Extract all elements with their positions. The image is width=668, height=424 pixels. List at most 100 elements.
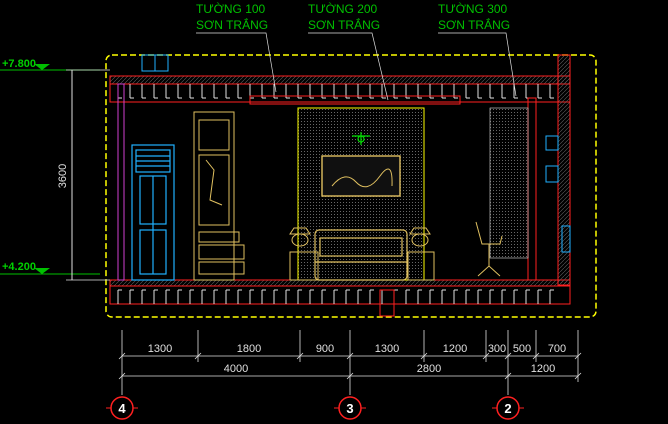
floor-joist bbox=[189, 289, 194, 304]
ceiling-joist bbox=[465, 84, 470, 99]
ceiling-joist bbox=[537, 84, 542, 99]
svg-text:+7.800: +7.800 bbox=[2, 58, 36, 70]
floor-joist bbox=[117, 289, 122, 304]
svg-text:TƯỜNG 200: TƯỜNG 200 bbox=[308, 1, 378, 16]
floor-joist bbox=[489, 289, 494, 304]
floor-joist bbox=[525, 289, 530, 304]
floor-joist bbox=[417, 289, 422, 304]
floor-joist bbox=[453, 289, 458, 304]
floor-joist bbox=[153, 289, 158, 304]
dim-tick bbox=[504, 372, 512, 380]
bedside-right bbox=[407, 227, 435, 281]
ceiling-joist bbox=[165, 84, 170, 99]
floor-joist bbox=[141, 289, 146, 304]
left-wall bbox=[117, 83, 125, 281]
dim-tick bbox=[346, 352, 354, 360]
floor-joist bbox=[213, 289, 218, 304]
window-panel bbox=[489, 107, 529, 259]
ceiling-joist bbox=[189, 84, 194, 99]
ceiling-joist bbox=[237, 84, 242, 99]
dimension-label: 900 bbox=[316, 343, 334, 355]
svg-text:SƠN TRẮNG: SƠN TRẮNG bbox=[438, 17, 510, 32]
annotation-100: TƯỜNG 100 SƠN TRẮNG bbox=[196, 1, 277, 93]
ceiling-joist bbox=[153, 84, 158, 99]
ceiling-joist bbox=[201, 84, 206, 99]
ceiling-joist bbox=[513, 84, 518, 99]
ceiling-joist bbox=[141, 84, 146, 99]
dim-tick bbox=[482, 352, 490, 360]
dimension-chain bbox=[118, 330, 582, 382]
wall-painting bbox=[321, 155, 401, 197]
floor-joist bbox=[393, 289, 398, 304]
dim-tick bbox=[346, 372, 354, 380]
ceiling-joist bbox=[525, 84, 530, 99]
dim-tick bbox=[532, 352, 540, 360]
ceiling-joist bbox=[501, 84, 506, 99]
ceiling-joist bbox=[477, 84, 482, 99]
dim-tick bbox=[574, 372, 582, 380]
side-window bbox=[545, 135, 571, 253]
ceiling-joist bbox=[549, 84, 554, 99]
dim-tick bbox=[504, 352, 512, 360]
dimension-label: 700 bbox=[548, 343, 566, 355]
dimension-label: 1200 bbox=[531, 363, 555, 375]
floor-joist bbox=[465, 289, 470, 304]
height-dimension: 3600 bbox=[57, 164, 69, 188]
floor-joist bbox=[165, 289, 170, 304]
floor-joist bbox=[501, 289, 506, 304]
floor-joist bbox=[405, 289, 410, 304]
dimension-label: 1300 bbox=[148, 343, 172, 355]
dim-tick bbox=[574, 352, 582, 360]
dimension-label: 500 bbox=[513, 343, 531, 355]
floor-joist bbox=[381, 289, 386, 304]
dim-tick bbox=[194, 352, 202, 360]
chair bbox=[475, 221, 503, 277]
svg-text:+4.200: +4.200 bbox=[2, 261, 36, 273]
floor-joist bbox=[237, 289, 242, 304]
axis-label: 4 bbox=[118, 401, 126, 416]
axis-bubble bbox=[496, 396, 520, 420]
ceiling-joist bbox=[489, 84, 494, 99]
ceiling-fan bbox=[352, 132, 370, 145]
level-marker-bottom: +4.200 bbox=[0, 261, 100, 275]
floor-joist bbox=[477, 289, 482, 304]
floor-joist bbox=[249, 289, 254, 304]
floor-joist bbox=[537, 289, 542, 304]
floor-joist bbox=[333, 289, 338, 304]
floor-joist bbox=[129, 289, 134, 304]
drawing-frame bbox=[105, 54, 597, 318]
dimension-label: 1300 bbox=[375, 343, 399, 355]
floor-slab bbox=[109, 279, 571, 317]
svg-text:SƠN TRẮNG: SƠN TRẮNG bbox=[196, 17, 268, 32]
floor-joist bbox=[345, 289, 350, 304]
floor-joist bbox=[177, 289, 182, 304]
annotation-200: TƯỜNG 200 SƠN TRẮNG bbox=[308, 1, 389, 101]
axis-bubble bbox=[338, 396, 362, 420]
level-marker-top: +7.800 bbox=[0, 58, 100, 71]
axis-label: 2 bbox=[504, 401, 511, 416]
ceiling-joist bbox=[213, 84, 218, 99]
dim-tick bbox=[420, 352, 428, 360]
dimension-label: 300 bbox=[488, 343, 506, 355]
annotation-300: TƯỜNG 300 SƠN TRẮNG bbox=[438, 1, 517, 97]
floor-joist bbox=[309, 289, 314, 304]
floor-joist bbox=[321, 289, 326, 304]
right-wall bbox=[527, 97, 537, 281]
floor-joist bbox=[261, 289, 266, 304]
floor-joist bbox=[369, 289, 374, 304]
ceiling-joist bbox=[117, 84, 122, 99]
floor-joist bbox=[225, 289, 230, 304]
ceiling-joist bbox=[177, 84, 182, 99]
svg-text:TƯỜNG 100: TƯỜNG 100 bbox=[196, 1, 266, 16]
dimension-label: 1800 bbox=[237, 343, 261, 355]
dimension-label: 4000 bbox=[224, 363, 248, 375]
bedside-left bbox=[289, 227, 319, 281]
dimension-label: 2800 bbox=[417, 363, 441, 375]
floor-joist bbox=[429, 289, 434, 304]
painting-motif bbox=[331, 168, 393, 188]
door bbox=[131, 144, 175, 281]
bed bbox=[314, 229, 408, 281]
